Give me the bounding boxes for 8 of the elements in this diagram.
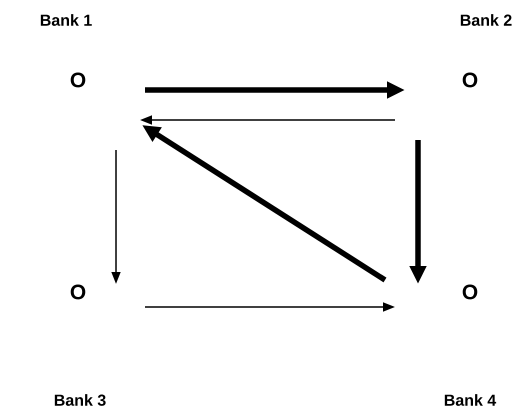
node-letter: O (462, 284, 478, 300)
node-letter: O (462, 72, 478, 88)
node-letter: O (70, 72, 86, 88)
bank-label: Bank 3 (54, 394, 106, 406)
bank-label: Bank 2 (460, 14, 512, 26)
bank-label: Bank 4 (444, 394, 496, 406)
node-letter: O (70, 284, 86, 300)
bank-label: Bank 1 (40, 14, 92, 26)
